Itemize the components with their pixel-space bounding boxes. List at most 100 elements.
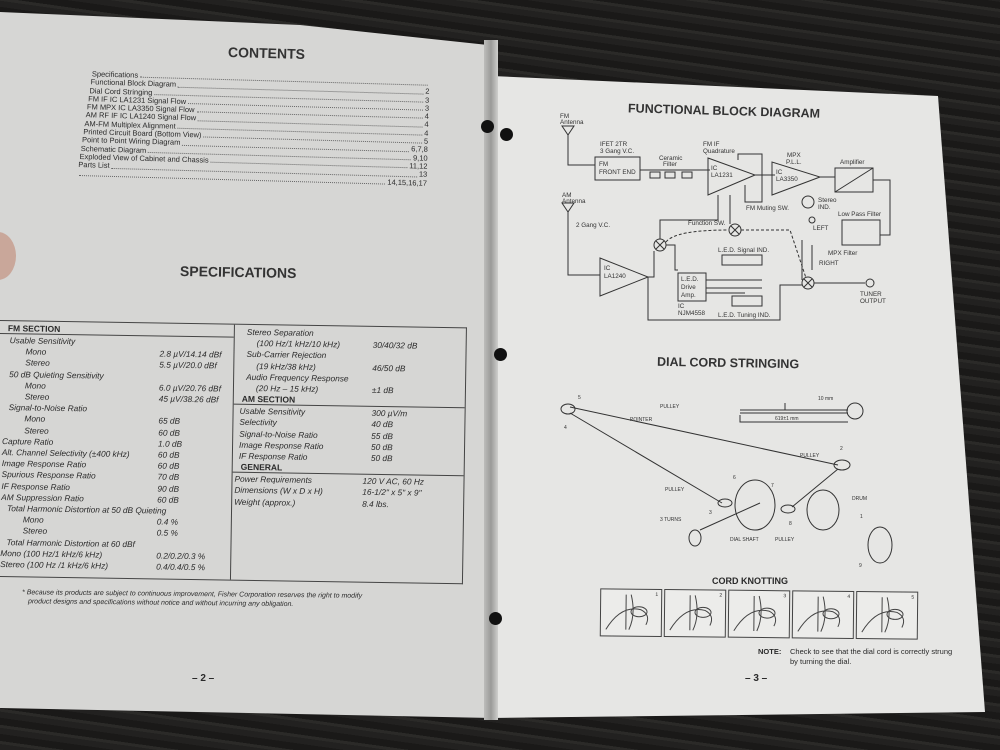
label: DRUM (852, 496, 867, 502)
step-number: 8 (789, 521, 792, 527)
knot-illustration (733, 595, 777, 632)
step-number: 7 (771, 483, 774, 489)
label: 10 mm (818, 396, 833, 402)
label: 619±1 mm (775, 416, 799, 422)
label: IFET 2TR (600, 141, 628, 148)
label: Antenna (562, 198, 586, 205)
spec-label: Weight (approx.) (234, 496, 296, 508)
spec-label: Stereo (22, 525, 48, 537)
note-label: NOTE: (758, 647, 782, 656)
spec-label: 50 dB Quieting Sensitivity (9, 368, 104, 381)
knot-step-panel: 5 (855, 591, 919, 640)
spec-value: 50 dB (370, 441, 393, 452)
step-number: 2 (840, 446, 843, 452)
label: FRONT END (599, 169, 636, 176)
label: L.E.D. Tuning IND. (718, 312, 771, 319)
label: PULLEY (775, 537, 795, 543)
spec-label: AM Suppression Ratio (1, 491, 84, 504)
label: FM (599, 161, 608, 168)
spec-label: Capture Ratio (2, 435, 54, 447)
spec-value: 65 dB (158, 415, 181, 427)
spec-value: 60 dB (157, 460, 180, 472)
note-line: Check to see that the dial cord is corre… (790, 647, 953, 656)
spec-value: 0.2/0.2/0.3 % (156, 550, 206, 562)
spec-label: Usable Sensitivity (239, 405, 306, 417)
spec-value: 45 µV/38.26 dBf (158, 393, 219, 405)
spec-value: 60 dB (158, 427, 181, 438)
spec-value: 1.0 dB (158, 438, 183, 449)
label: Drive (681, 284, 696, 291)
spec-label: IF Response Ratio (238, 450, 308, 462)
spec-column-right: Stereo Separation(100 Hz/1 kHz/10 kHz)30… (231, 325, 466, 584)
knot-step-number: 2 (719, 592, 723, 599)
knot-step-number: 3 (783, 593, 787, 600)
label: LEFT (813, 225, 829, 232)
spec-label: Usable Sensitivity (9, 335, 76, 347)
finger (0, 232, 16, 280)
spec-label: (20 Hz – 15 kHz) (255, 383, 319, 395)
label: Amp. (681, 292, 696, 299)
page-number-right: – 3 – (745, 673, 768, 684)
page-number-left: – 2 – (192, 673, 215, 684)
footnote: * Because its products are subject to co… (22, 588, 362, 610)
spec-label: Mono (22, 514, 44, 525)
label: L.E.D. (681, 276, 699, 283)
label: IND. (818, 204, 831, 211)
spec-value: 6.0 µV/20.76 dBf (158, 382, 222, 394)
label: IC (776, 169, 783, 176)
spec-value: 60 dB (157, 494, 179, 505)
punch-hole (489, 612, 502, 625)
label: RIGHT (819, 260, 839, 267)
spec-label: Stereo (24, 391, 50, 402)
label: Filter (663, 161, 677, 168)
knot-step-number: 4 (847, 593, 851, 600)
knot-illustration (669, 595, 713, 631)
label: PULLEY (665, 487, 685, 493)
spec-value: 55 dB (371, 430, 393, 441)
label: LA1231 (711, 172, 733, 179)
label: Antenna (560, 119, 584, 126)
note-text: Check to see that the dial cord is corre… (790, 647, 952, 667)
label: Stereo (818, 197, 837, 204)
label: LA3350 (776, 176, 798, 183)
step-number: 3 (709, 510, 712, 516)
cord-knotting-steps: 1 2 3 4 5 (599, 588, 919, 640)
spec-label: Total Harmonic Distortion at 60 dBf (6, 536, 135, 549)
spec-value: 2.8 µV/14.14 dBf (159, 348, 222, 360)
label: MPX (787, 152, 801, 159)
label: FM IF (703, 141, 720, 148)
label: L.E.D. Signal IND. (718, 247, 769, 254)
spec-label: Audio Frequency Response (246, 371, 349, 384)
spec-label: Mono (24, 413, 46, 425)
spec-label: Alt. Channel Selectivity (±400 kHz) (1, 447, 130, 460)
label: Amplifier (840, 159, 865, 166)
label: AM (562, 192, 571, 199)
label: LA1240 (604, 273, 626, 280)
punch-hole (494, 348, 507, 361)
contents-title: CONTENTS (227, 43, 306, 63)
knot-step-number: 5 (911, 594, 915, 601)
spec-value: 0.5 % (156, 527, 178, 539)
spec-value: 0.4 % (156, 516, 179, 528)
toc-page: 14,15,16,17 (387, 177, 428, 188)
label: MPX Filter (828, 250, 857, 257)
spec-label: Dimensions (W x D x H) (234, 485, 323, 497)
specifications-title: SPECIFICATIONS (179, 262, 297, 282)
spec-label: Signal-to-Noise Ratio (8, 402, 88, 414)
label: PULLEY (660, 404, 680, 410)
knot-step-panel: 1 (599, 588, 663, 637)
spec-value: ±1 dB (371, 384, 394, 396)
spec-value: 16-1/2" x 5" x 9" (362, 487, 422, 499)
spec-value: 40 dB (371, 419, 394, 430)
step-number: 6 (733, 475, 736, 481)
spec-label: (100 Hz/1 kHz/10 kHz) (256, 338, 341, 350)
label: DIAL SHAFT (730, 537, 759, 543)
label: IC (711, 165, 718, 172)
note-line: by turning the dial. (790, 657, 852, 666)
step-number: 5 (578, 395, 581, 401)
spec-section-header: GENERAL (240, 461, 283, 473)
dial-cord-title: DIAL CORD STRINGING (656, 354, 800, 372)
